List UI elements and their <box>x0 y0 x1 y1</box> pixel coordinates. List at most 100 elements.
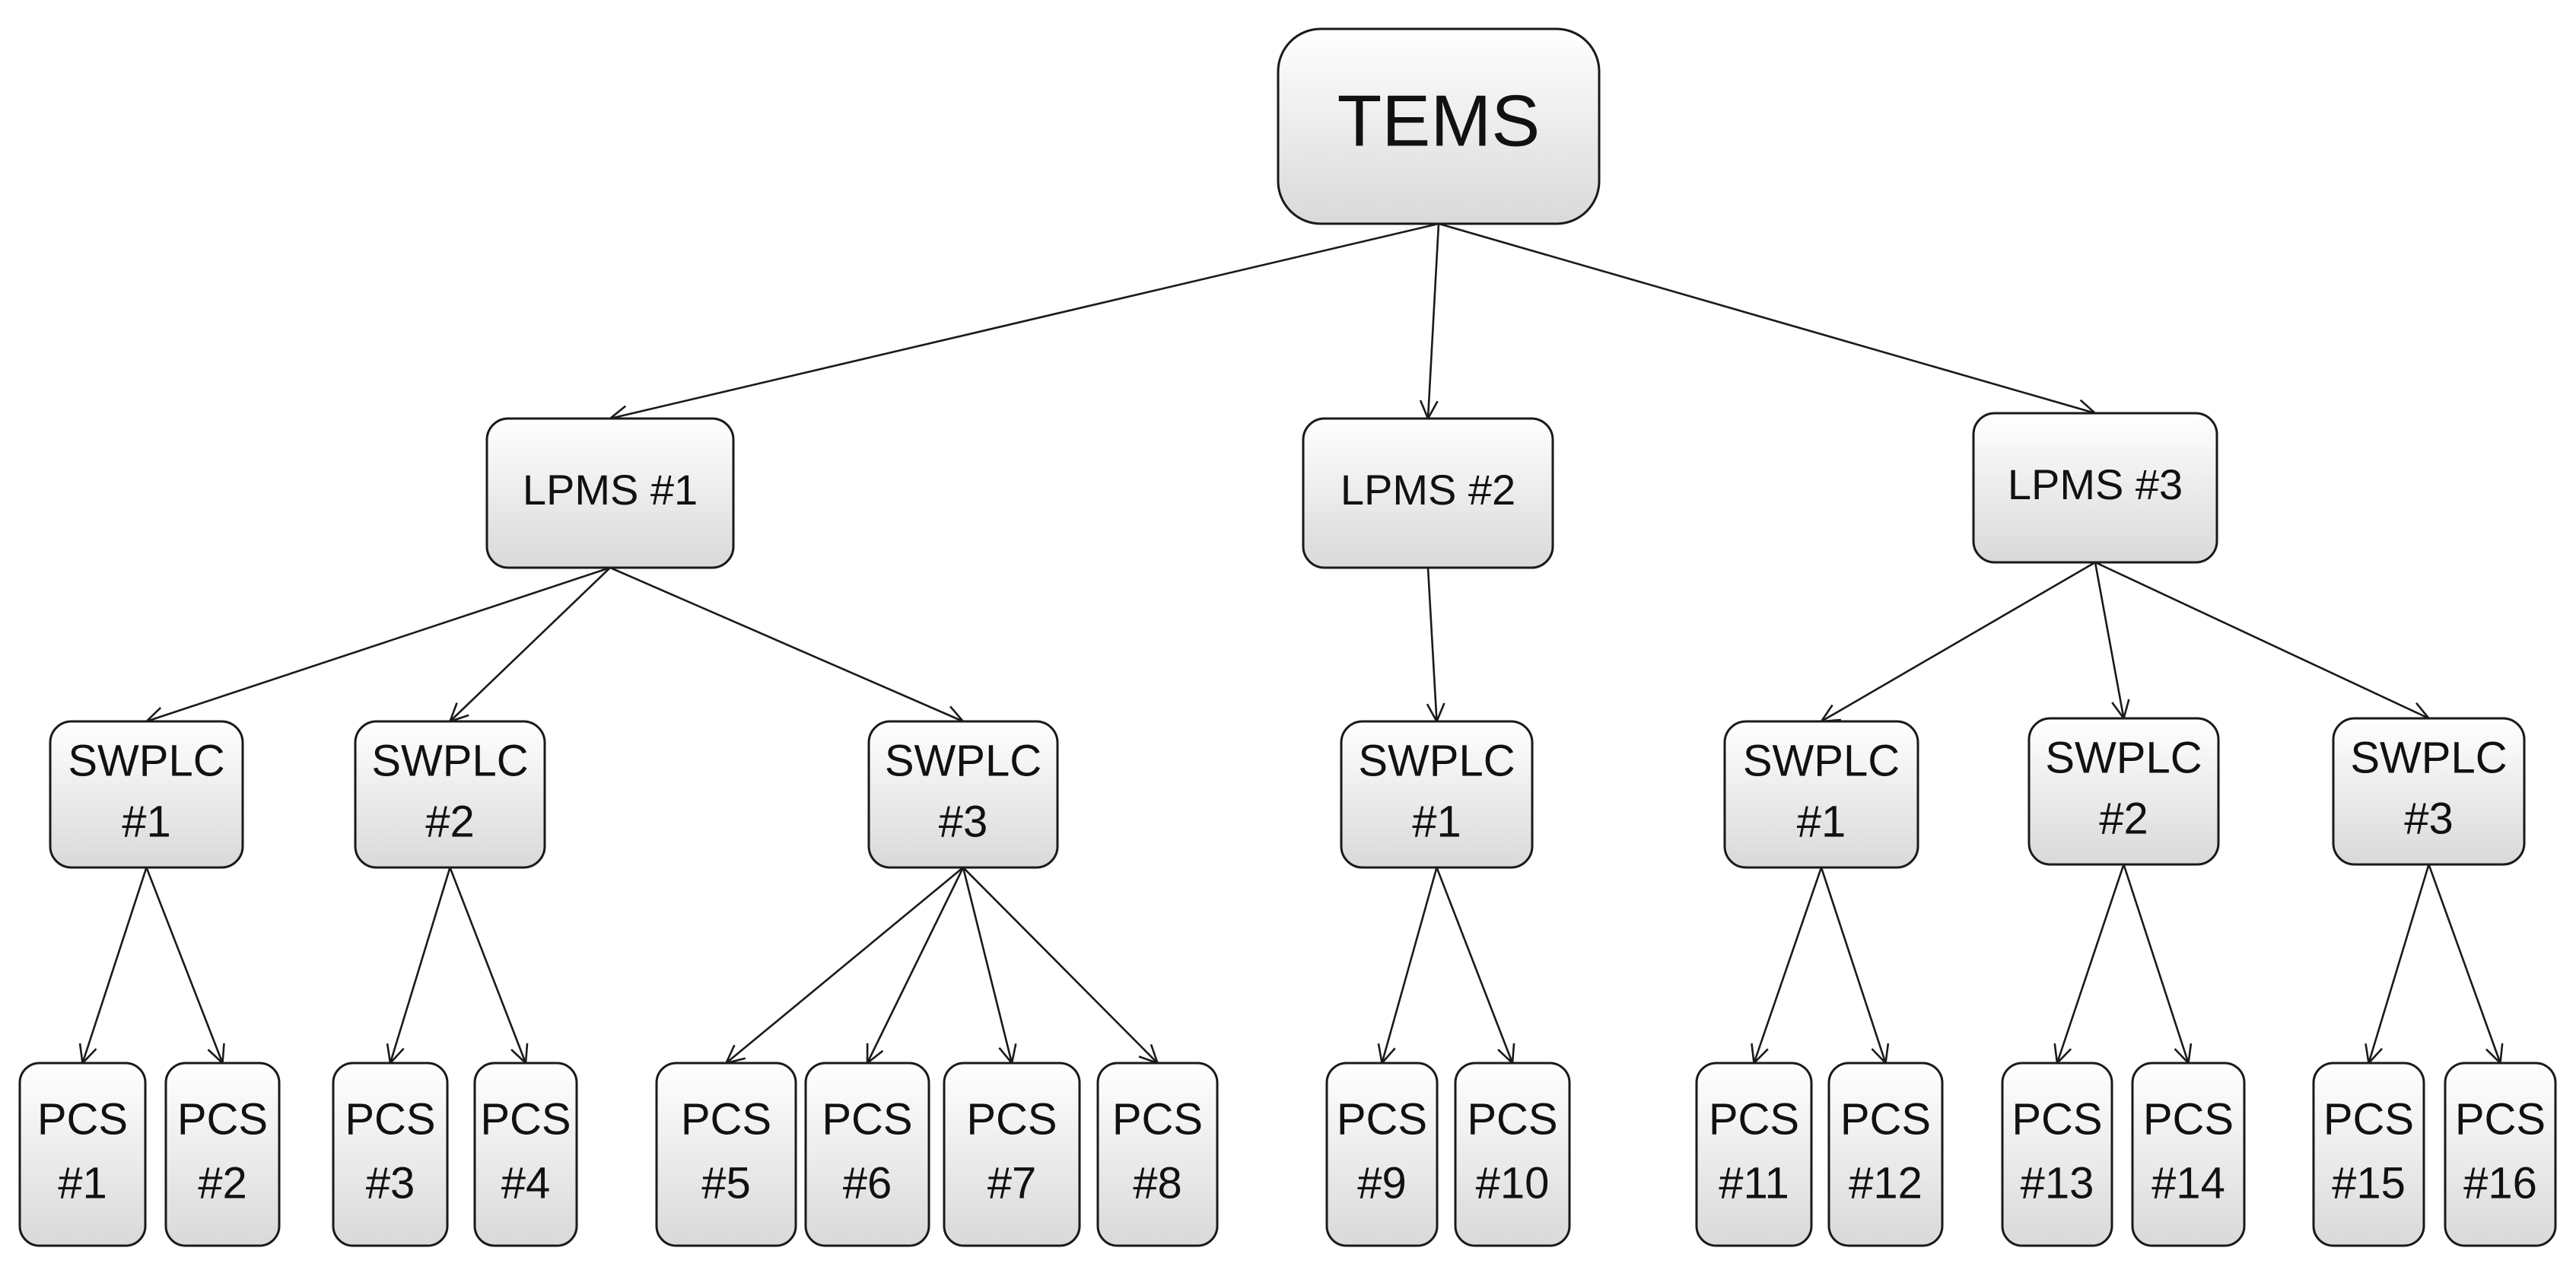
node-box <box>332 1062 449 1247</box>
node-label: #3 <box>2404 794 2454 843</box>
connector-line <box>2094 562 2125 719</box>
connector-line <box>866 867 965 1064</box>
node-pcs15: PCS#15 <box>2312 1062 2425 1247</box>
node-box <box>655 1062 797 1247</box>
node-label: #3 <box>939 797 988 846</box>
node-label: PCS <box>2012 1094 2102 1144</box>
node-pcs12: PCS#12 <box>1827 1062 1944 1247</box>
edge-swplc_a1-pcs1 <box>78 867 148 1065</box>
node-label: PCS <box>2455 1094 2546 1144</box>
node-label: LPMS #3 <box>2008 460 2183 508</box>
node-label: PCS <box>2143 1094 2234 1144</box>
node-box <box>2332 717 2526 866</box>
edge-swplc_a1-pcs2 <box>145 867 225 1065</box>
node-pcs8: PCS#8 <box>1096 1062 1219 1247</box>
edge-swplc_b1-pcs10 <box>1436 867 1515 1065</box>
node-label: SWPLC <box>68 736 224 785</box>
connector-line <box>962 867 1013 1064</box>
connector-line <box>962 867 1159 1064</box>
node-lpms2: LPMS #2 <box>1302 417 1554 569</box>
node-label: #11 <box>1719 1158 1789 1208</box>
node-label: #16 <box>2463 1158 2537 1208</box>
node-label: #1 <box>122 797 171 846</box>
edge-swplc_a3-pcs8 <box>962 867 1159 1065</box>
node-label: PCS <box>822 1094 912 1144</box>
node-box <box>2312 1062 2425 1247</box>
edge-swplc_c2-pcs13 <box>2053 864 2125 1065</box>
connector-line <box>1820 867 1887 1064</box>
edge-swplc_a2-pcs4 <box>449 867 529 1065</box>
edge-swplc_a2-pcs3 <box>386 867 451 1065</box>
connector-line <box>1426 223 1440 419</box>
node-swplc_a3: SWPLC #3 <box>867 720 1059 869</box>
node-box <box>2001 1062 2113 1247</box>
connector-line <box>81 867 148 1064</box>
node-box <box>2131 1062 2246 1247</box>
node-pcs2: PCS#2 <box>164 1062 281 1247</box>
edge-lpms3-swplc_c3 <box>2094 561 2431 720</box>
connector-line <box>2428 864 2501 1064</box>
node-label: #9 <box>1357 1158 1407 1208</box>
node-label: #14 <box>2151 1158 2225 1208</box>
node-label: #4 <box>501 1158 551 1208</box>
node-pcs13: PCS #13 <box>2001 1062 2113 1247</box>
node-box <box>18 1062 147 1247</box>
node-box <box>485 417 735 569</box>
node-box <box>1723 720 1919 869</box>
edge-tems-lpms3 <box>1438 222 2097 418</box>
node-label: PCS <box>1709 1094 1799 1144</box>
node-label: LPMS #1 <box>523 466 698 514</box>
node-lpms1: LPMS #1 <box>485 417 735 569</box>
edge-lpms2-swplc_b1 <box>1426 567 1445 724</box>
node-swplc_c3: SWPLC#3 <box>2332 717 2526 866</box>
node-label: PCS <box>37 1094 128 1144</box>
connector-line <box>609 222 1439 420</box>
connector-line <box>725 866 964 1065</box>
edge-swplc_a3-pcs5 <box>724 866 964 1065</box>
edge-swplc_c3-pcs15 <box>2365 864 2430 1065</box>
node-pcs5: PCS#5 <box>655 1062 797 1247</box>
edge-swplc_c1-pcs11 <box>1751 867 1823 1065</box>
node-label: PCS <box>480 1094 571 1144</box>
edge-swplc_a3-pcs7 <box>962 867 1017 1065</box>
node-label: #3 <box>366 1158 415 1208</box>
node-label: #1 <box>58 1158 107 1208</box>
connector-line <box>449 567 611 722</box>
node-label: PCS <box>966 1094 1057 1144</box>
edge-swplc_b1-pcs9 <box>1377 867 1438 1065</box>
connector-line <box>609 566 964 723</box>
node-pcs3: PCS#3 <box>332 1062 449 1247</box>
node-label: #13 <box>2021 1158 2094 1208</box>
edge-lpms3-swplc_c2 <box>2094 562 2130 721</box>
node-box <box>164 1062 281 1247</box>
edge-swplc_a3-pcs6 <box>866 867 965 1065</box>
node-box <box>2027 717 2220 866</box>
node-label: PCS <box>1112 1094 1203 1144</box>
node-box <box>354 720 546 869</box>
edges-layer <box>78 222 2504 1065</box>
connector-line <box>145 867 224 1064</box>
node-label: SWPLC <box>1743 736 1900 785</box>
node-label: PCS <box>1840 1094 1931 1144</box>
node-label: SWPLC <box>2045 733 2202 782</box>
connector-line <box>1436 867 1514 1064</box>
edge-tems-lpms1 <box>608 222 1439 424</box>
node-pcs14: PCS #14 <box>2131 1062 2246 1247</box>
node-box <box>1695 1062 1813 1247</box>
connector-line <box>1381 867 1438 1064</box>
node-pcs4: PCS #4 <box>473 1062 578 1247</box>
node-label: #1 <box>1797 797 1846 846</box>
connector-line <box>2368 864 2430 1064</box>
node-pcs11: PCS #11 <box>1695 1062 1813 1247</box>
connector-line <box>2056 864 2125 1064</box>
node-swplc_c1: SWPLC #1 <box>1723 720 1919 869</box>
node-box <box>2444 1062 2557 1247</box>
node-label: PCS <box>2323 1094 2414 1144</box>
node-box <box>1827 1062 1944 1247</box>
node-box <box>1277 27 1601 225</box>
connector-line <box>389 867 451 1064</box>
node-swplc_c2: SWPLC#2 <box>2027 717 2220 866</box>
node-box <box>1972 412 2218 564</box>
node-label: SWPLC <box>885 736 1042 785</box>
